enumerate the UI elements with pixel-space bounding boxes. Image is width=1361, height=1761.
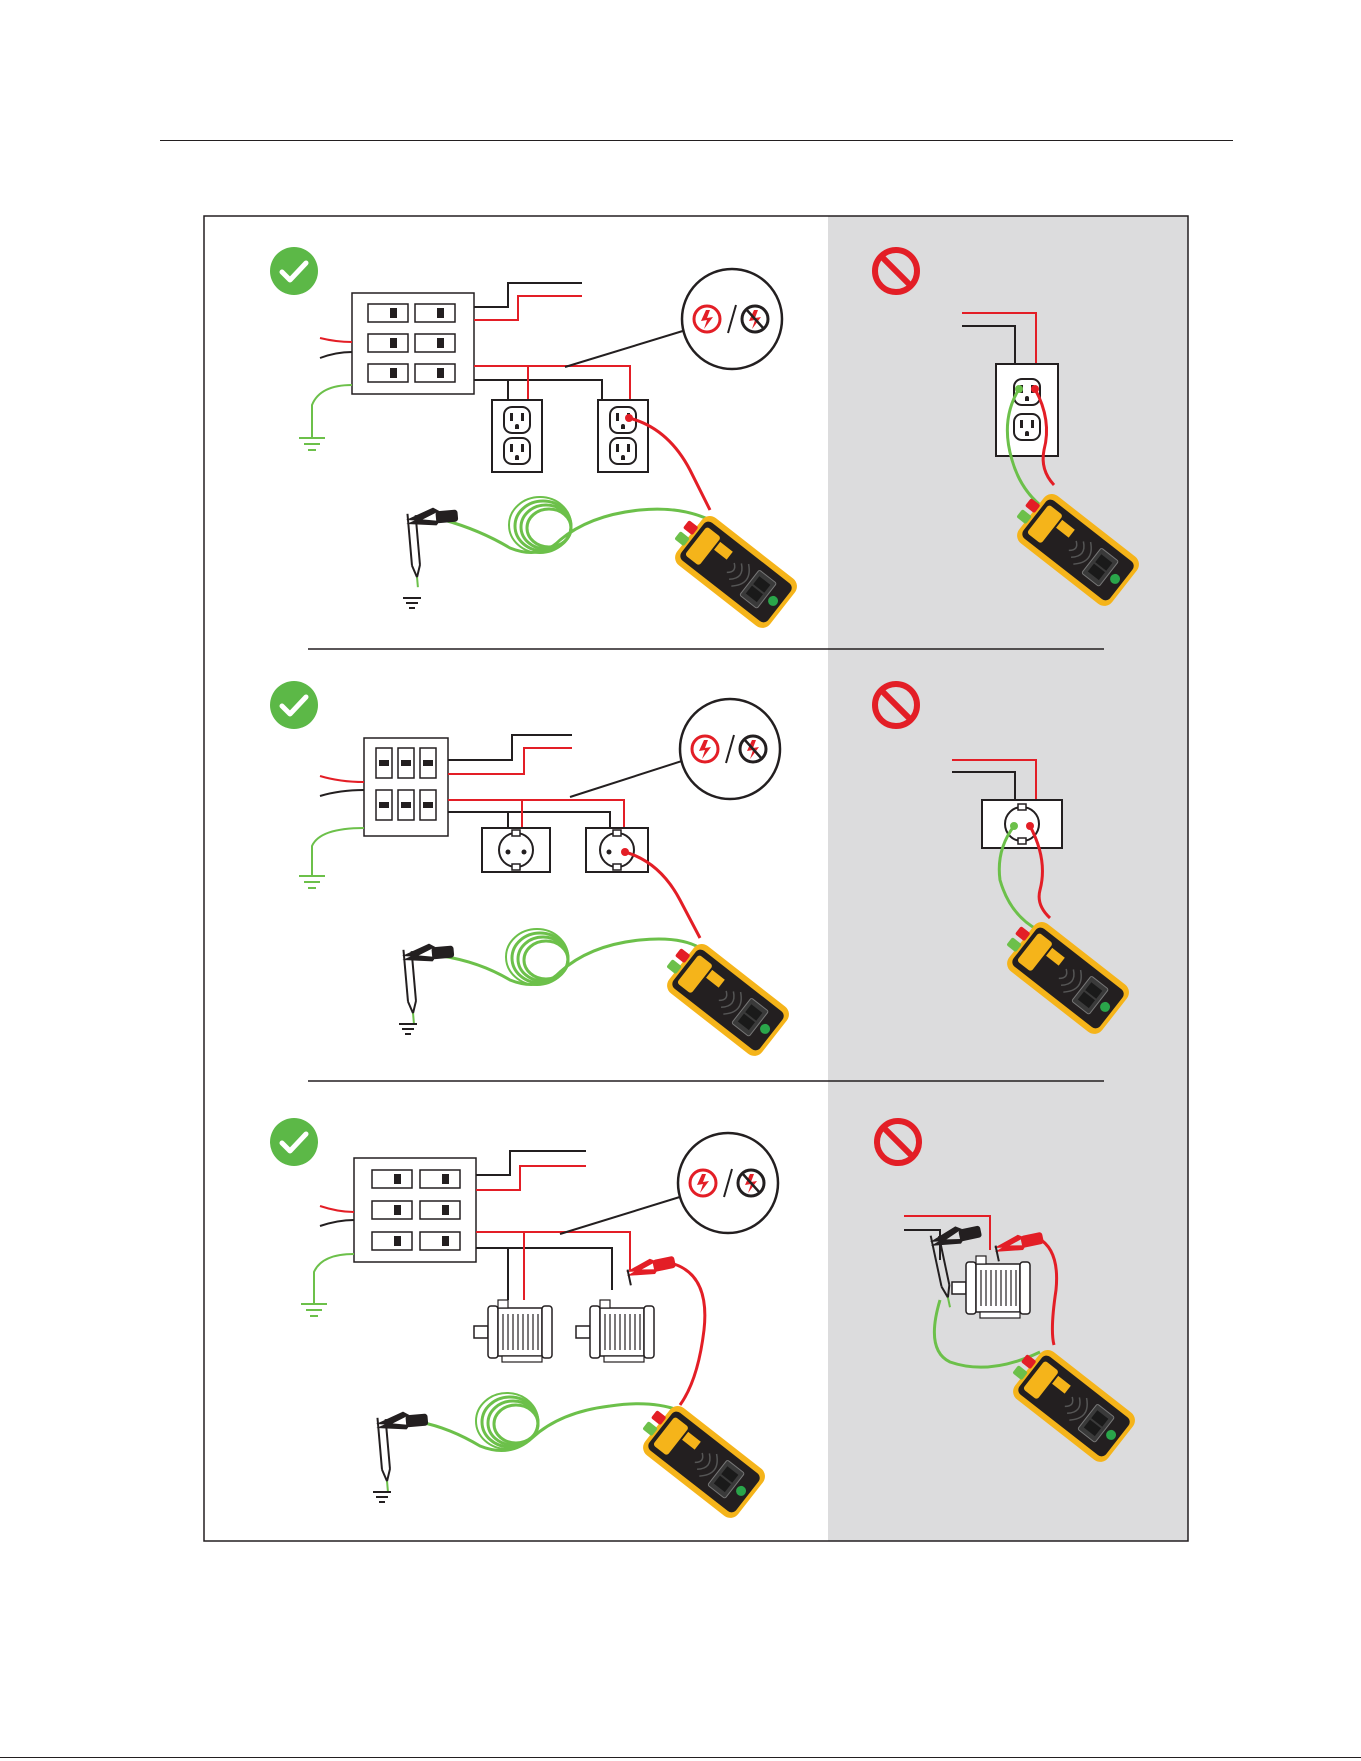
row-2-correct [270, 681, 793, 1060]
row-3-correct [270, 1118, 778, 1522]
footer-rule [0, 1757, 1361, 1758]
row-1-correct [270, 247, 801, 632]
